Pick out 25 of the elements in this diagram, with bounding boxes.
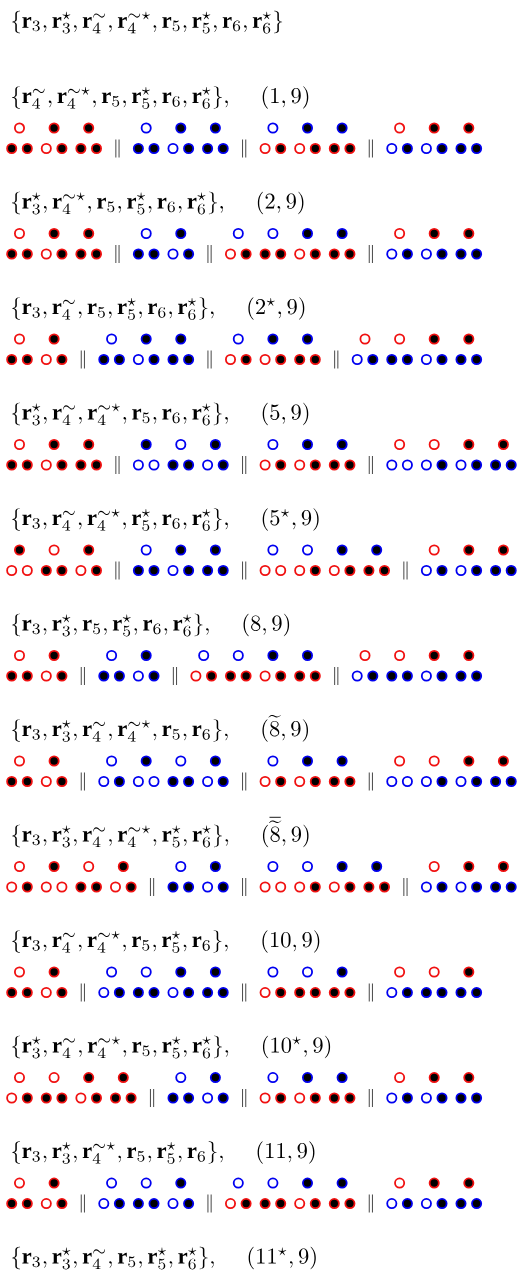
formula: $\{\mathbf{r}_3, \mathbf{r}_3^\star, \mathbf{r}_4^{\sim}, \mathbf{r}_4^{\sim\star}, \mathbf{r}_5, \mathbf{r}_5^\star, \mathbf{r}_6, \mathbf{r}_6^\star\}$ [12,10,283,34]
formula: $(1,9)$ [262,86,309,109]
formula: $\{\mathbf{r}_3, \mathbf{r}_3^\star, \mathbf{r}_4^{\sim}, \mathbf{r}_4^{\sim\star}, \mathbf{r}_5^\star, \mathbf{r}_6^\star\},$ [12,824,229,848]
formula: $(8,9)$ [243,613,290,637]
formula: $(10,9)$ [262,930,320,953]
formula: $(\overline{\widetilde{8}},9)$ [262,817,309,848]
formula: $\{\mathbf{r}_3^\star, \mathbf{r}_4^{\sim\star}, \mathbf{r}_5, \mathbf{r}_5^\star, \mathbf{r}_6, \mathbf{r}_6^\star\},$ [12,191,224,215]
formula: $(11^\star,9)$ [248,1246,316,1270]
formula: $(2,9)$ [257,191,304,215]
formula: $(\widetilde{8},9)$ [262,714,308,742]
formula: $(5^\star,9)$ [262,508,319,531]
formula: $\{\mathbf{r}_3, \mathbf{r}_3^\star, \mathbf{r}_4^{\sim\star}, \mathbf{r}_5, \mathbf{r}_5^\star, \mathbf{r}_6\},$ [12,1141,223,1164]
formula: $\{\mathbf{r}_3, \mathbf{r}_4^{\sim}, \mathbf{r}_4^{\sim\star}, \mathbf{r}_5, \mathbf{r}_5^\star, \mathbf{r}_6\},$ [12,930,228,953]
formula: $\{\mathbf{r}_3^\star, \mathbf{r}_4^{\sim}, \mathbf{r}_4^{\sim\star}, \mathbf{r}_5, \mathbf{r}_6, \mathbf{r}_6^\star\},$ [12,402,228,426]
formula: $\{\mathbf{r}_3, \mathbf{r}_3^\star, \mathbf{r}_5, \mathbf{r}_5^\star, \mathbf{r}_6, \mathbf{r}_6^\star\},$ [12,613,209,637]
formula: $(10^\star,9)$ [262,1035,331,1059]
formula: $(2^\star,9)$ [248,297,305,320]
formula: $\{\mathbf{r}_3, \mathbf{r}_4^{\sim}, \mathbf{r}_5, \mathbf{r}_5^\star, \mathbf{r}_6, \mathbf{r}_6^\star\},$ [12,297,214,320]
formula: $\{\mathbf{r}_3, \mathbf{r}_4^{\sim}, \mathbf{r}_4^{\sim\star}, \mathbf{r}_5^\star, \mathbf{r}_6, \mathbf{r}_6^\star\},$ [12,508,228,531]
formula: $(11,9)$ [257,1141,315,1164]
formula: $\{\mathbf{r}_3^\star, \mathbf{r}_4^{\sim}, \mathbf{r}_4^{\sim\star}, \mathbf{r}_5, \mathbf{r}_5^\star, \mathbf{r}_6^\star\},$ [12,1035,229,1059]
formula: $\{\mathbf{r}_4^{\sim}, \mathbf{r}_4^{\sim\star}, \mathbf{r}_5, \mathbf{r}_5^\star, \mathbf{r}_6, \mathbf{r}_6^\star\},$ [12,86,228,109]
formula: $(5,9)$ [262,402,309,426]
formula: $\{\mathbf{r}_3, \mathbf{r}_3^\star, \mathbf{r}_4^{\sim}, \mathbf{r}_4^{\sim\star}, \mathbf{r}_5, \mathbf{r}_6\},$ [12,719,228,742]
formula: $\{\mathbf{r}_3, \mathbf{r}_3^\star, \mathbf{r}_4^{\sim}, \mathbf{r}_5, \mathbf{r}_5^\star, \mathbf{r}_6^\star\},$ [12,1246,214,1270]
